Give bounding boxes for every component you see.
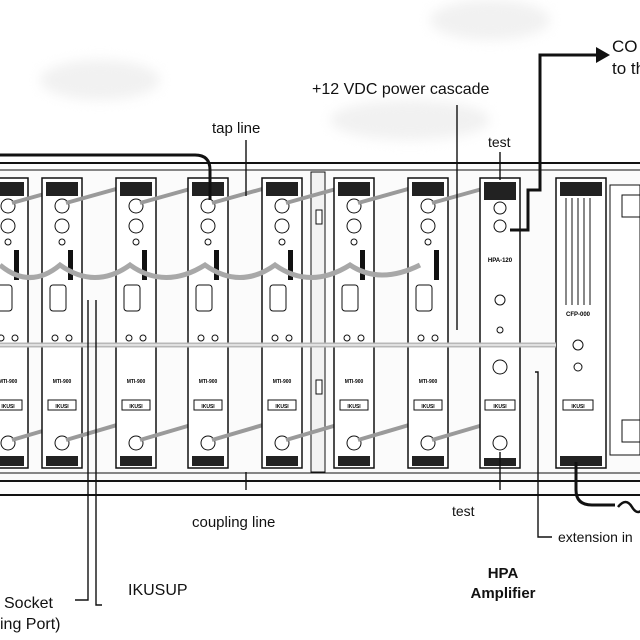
right-bracket <box>609 184 640 456</box>
hpa-label-line2: Amplifier <box>470 585 536 602</box>
to-the-label: to th <box>612 59 640 78</box>
mti-module-brand: IKUSI <box>1 404 15 410</box>
co-label: CO <box>612 37 638 56</box>
mti-module-name: MTI-900 <box>419 379 438 385</box>
mti-module-name: MTI-900 <box>53 379 72 385</box>
tap-line-cable <box>0 153 212 200</box>
hpa-module-brand: IKUSI <box>493 404 507 410</box>
mti-module-brand: IKUSI <box>201 404 215 410</box>
mti-module-name: MTI-900 <box>345 379 364 385</box>
port-label: ing Port) <box>0 616 61 633</box>
mti-module-name: MTI-900 <box>0 379 18 385</box>
rack-base <box>0 480 640 496</box>
cfp-module-brand: IKUSI <box>571 404 585 410</box>
ikusup-label: IKUSUP <box>128 582 188 599</box>
extension-label: extension in <box>558 529 633 545</box>
tap-line-label: tap line <box>212 120 261 137</box>
power-cable <box>574 462 615 507</box>
mti-module-brand: IKUSI <box>129 404 143 410</box>
mti-module-name: MTI-900 <box>199 379 218 385</box>
mti-module-brand: IKUSI <box>347 404 361 410</box>
cfp-module-name: CFP-000 <box>566 312 591 318</box>
hpa-module-name: HPA-120 <box>488 258 513 264</box>
bay-divider <box>310 171 326 473</box>
cfp-module: CFP-000 IKUSI <box>555 177 607 469</box>
hpa-label-line1: HPA <box>487 565 519 582</box>
co-arrow <box>596 47 610 63</box>
test-top-label: test <box>488 134 511 150</box>
hpa-module: HPA-120 IKUSI <box>479 177 521 469</box>
test-bottom-label: test <box>452 503 475 519</box>
mti-module-name: MTI-900 <box>273 379 292 385</box>
coupling-arcs <box>0 261 422 280</box>
mti-module-brand: IKUSI <box>421 404 435 410</box>
co-output-cable <box>510 53 596 232</box>
socket-label: Socket <box>4 595 53 612</box>
mti-module-brand: IKUSI <box>55 404 69 410</box>
mti-module-brand: IKUSI <box>275 404 289 410</box>
callout-leaders <box>75 105 552 606</box>
mti-module-name: MTI-900 <box>127 379 146 385</box>
power-cascade-label: +12 VDC power cascade <box>312 81 490 98</box>
coupling-line-label: coupling line <box>192 514 276 531</box>
